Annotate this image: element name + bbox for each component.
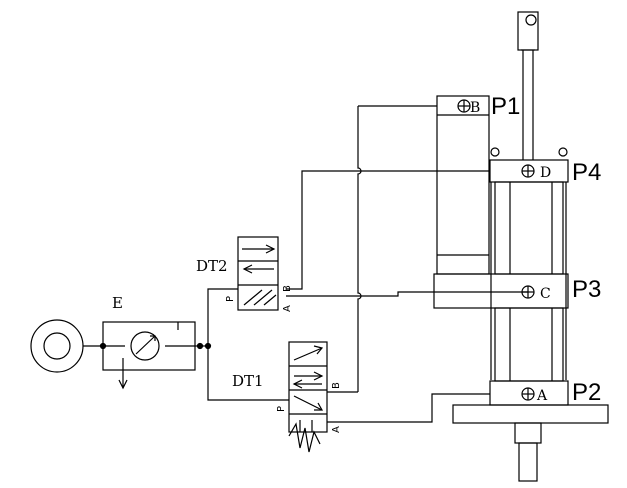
line-p1	[357, 105, 437, 392]
dt1-port-p: P	[276, 406, 287, 412]
line-to-dt1-p	[207, 346, 289, 401]
line-dt2-a	[286, 291, 528, 297]
pin-a-label: A	[536, 388, 548, 404]
port-p2-label: P2	[572, 379, 601, 406]
junction-dot	[196, 342, 204, 350]
dt1-label: DT1	[232, 372, 264, 390]
frl-label: E	[112, 294, 123, 312]
port-p1-label: P1	[491, 93, 520, 120]
dt2-port-a: A	[282, 305, 293, 312]
port-p3-label: P3	[572, 276, 601, 303]
valve-dt2	[237, 236, 279, 311]
dt2-label: DT2	[196, 257, 228, 275]
line-to-dt2-p	[207, 288, 238, 346]
pin-d-label: D	[540, 165, 551, 181]
dt2-port-p: P	[225, 296, 236, 302]
piston-rod	[517, 11, 539, 160]
dt1-port-a: A	[331, 426, 342, 433]
port-p4-label: P4	[572, 159, 601, 186]
cylinder-frame	[433, 147, 609, 482]
dt2-port-b: B	[282, 285, 293, 292]
line-dt2-b	[286, 170, 358, 290]
air-source-symbol	[30, 319, 84, 373]
valve-dt1	[288, 341, 328, 453]
frl-unit	[102, 321, 196, 390]
pin-b-label: B	[470, 100, 480, 116]
spring-symbol	[288, 422, 321, 453]
pin-c-label: C	[540, 286, 551, 302]
line-dt1-a	[327, 393, 490, 423]
cylinder-upper	[436, 95, 490, 275]
dt1-port-b: B	[331, 382, 342, 389]
